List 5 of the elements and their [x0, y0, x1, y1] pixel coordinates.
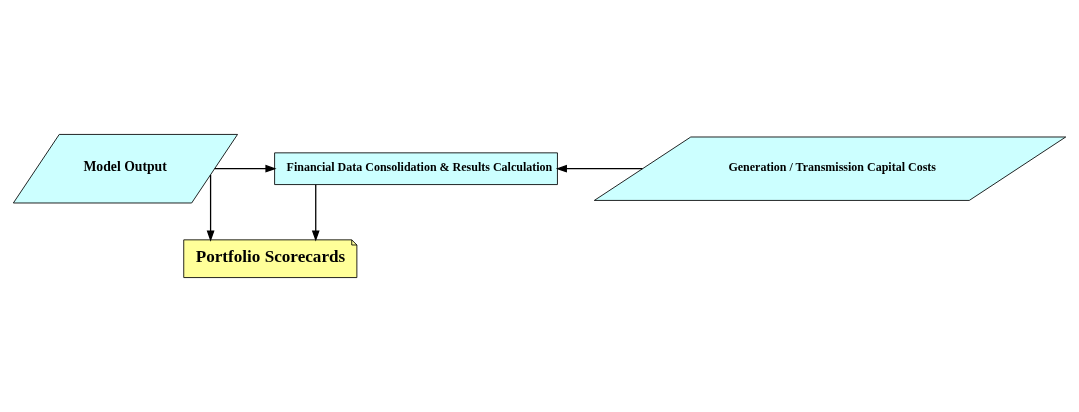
arrow	[555, 164, 644, 173]
arrow	[206, 174, 215, 242]
arrow	[213, 164, 277, 173]
arrow	[311, 184, 320, 242]
node-box: Financial Data Consolidation & Results Calculation	[274, 152, 558, 185]
